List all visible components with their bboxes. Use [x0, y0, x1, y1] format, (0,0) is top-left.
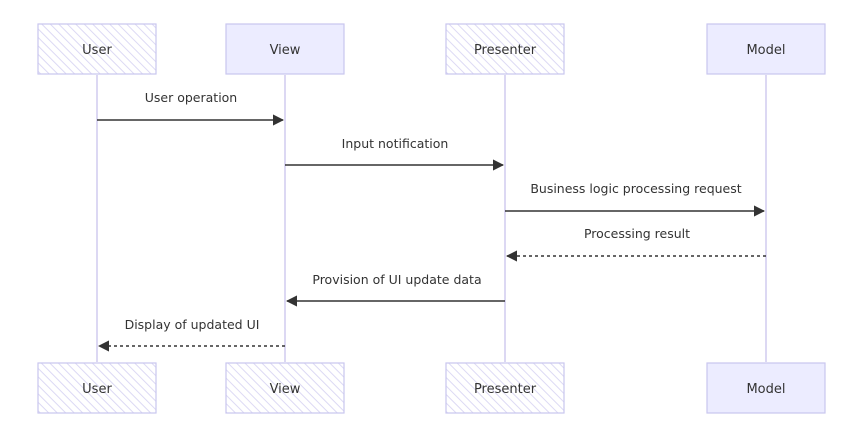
lifelines [96, 75, 767, 362]
actor-user-bottom: User [37, 362, 157, 414]
actor-presenter-bottom: Presenter [445, 362, 565, 414]
actor-user-top: User [37, 23, 157, 75]
actors-bottom: User View Presenter Model [37, 362, 826, 414]
actor-user-bottom-label: User [82, 382, 112, 397]
actor-model-bottom: Model [706, 362, 826, 414]
message-4: Processing result [505, 226, 766, 262]
actor-view-bottom: View [225, 362, 345, 414]
message-5-label: Provision of UI update data [312, 272, 481, 287]
actor-view-top: View [225, 23, 345, 75]
actor-model-top: Model [706, 23, 826, 75]
message-3-label: Business logic processing request [530, 181, 741, 196]
actors-top: User View Presenter Model [37, 23, 826, 75]
message-3: Business logic processing request [505, 181, 766, 217]
message-2-label: Input notification [342, 136, 449, 151]
message-4-label: Processing result [584, 226, 690, 241]
actor-presenter-bottom-label: Presenter [474, 382, 537, 397]
actor-model-top-label: Model [746, 43, 785, 58]
message-1-label: User operation [145, 90, 237, 105]
messages: User operation Input notification Busine… [97, 90, 766, 352]
actor-presenter-top: Presenter [445, 23, 565, 75]
message-5: Provision of UI update data [285, 272, 505, 307]
message-1: User operation [97, 90, 285, 126]
message-6-label: Display of updated UI [125, 317, 260, 332]
actor-model-bottom-label: Model [746, 382, 785, 397]
actor-view-top-label: View [270, 43, 301, 58]
message-6: Display of updated UI [97, 317, 285, 352]
actor-presenter-top-label: Presenter [474, 43, 537, 58]
message-2: Input notification [285, 136, 505, 171]
actor-user-top-label: User [82, 43, 112, 58]
actor-view-bottom-label: View [270, 382, 301, 397]
